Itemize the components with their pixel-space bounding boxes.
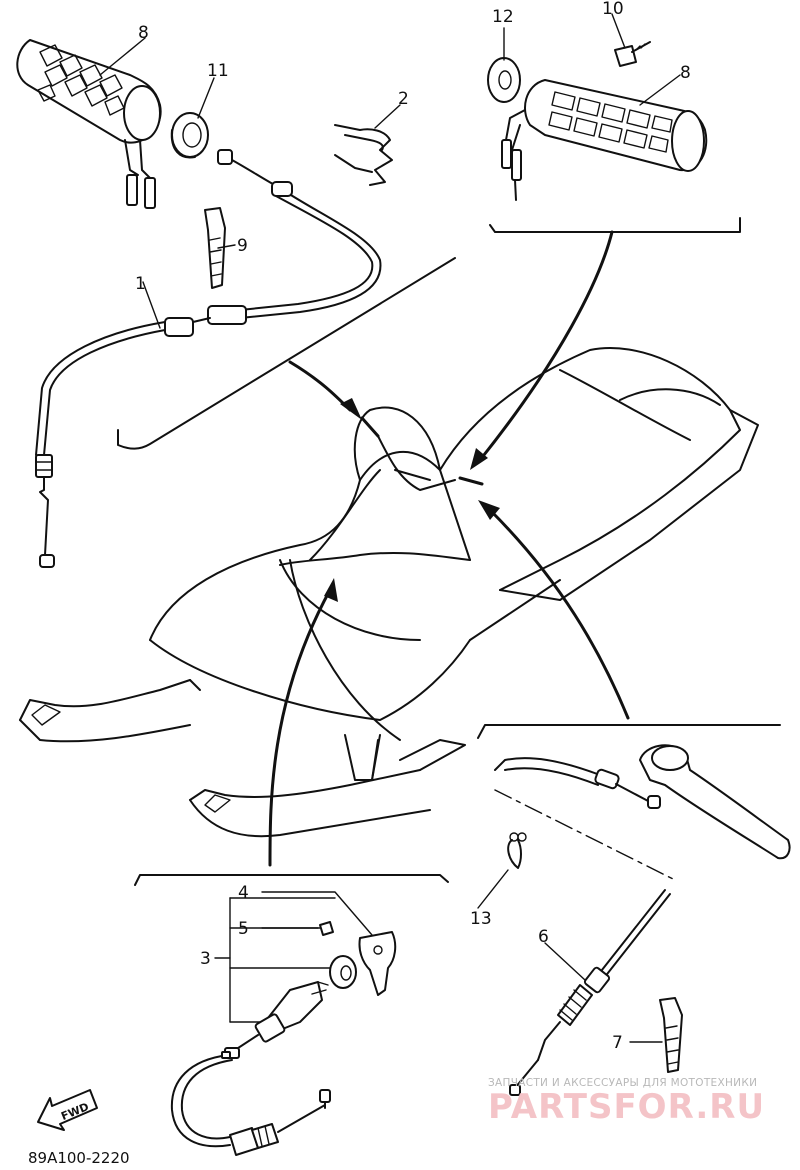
callout-12: 12 (492, 7, 514, 27)
brake-cable-tie-part (659, 997, 683, 1073)
callout-11: 11 (207, 61, 229, 81)
callout-8-left: 8 (138, 23, 149, 43)
callout-6: 6 (538, 927, 549, 947)
callout-3: 3 (200, 949, 211, 969)
watermark: ЗАПЧАСТИ И АКСЕССУАРЫ ДЛЯ МОТОТЕХНИКИ PA… (488, 1077, 765, 1127)
brake-lever-part (639, 744, 791, 860)
callout-4: 4 (238, 883, 249, 903)
callout-labels: 8 11 2 9 1 12 10 8 4 5 3 13 6 7 (135, 0, 691, 1053)
right-grip-part (501, 79, 708, 201)
throttle-cable-part (35, 149, 382, 568)
screw-part (614, 41, 651, 67)
callout-1: 1 (135, 274, 146, 294)
brake-cable-part (509, 889, 671, 1096)
callout-7: 7 (612, 1033, 623, 1053)
grip-ring-part (170, 112, 209, 159)
cable-tie-part (204, 207, 226, 289)
watermark-brand: PARTSFOR.RU (488, 1087, 765, 1127)
left-grip-panel (16, 39, 456, 568)
brake-cable-end-part (494, 757, 661, 809)
callout-13: 13 (470, 909, 492, 929)
callout-9: 9 (237, 236, 248, 256)
callout-5: 5 (238, 919, 249, 939)
hose-clip-part (507, 832, 527, 869)
brake-panel (477, 724, 791, 1096)
choke-nut-part (329, 955, 357, 989)
choke-panel (134, 874, 449, 1156)
choke-lever-part (358, 931, 397, 996)
washer-part (487, 57, 521, 103)
callout-8-right: 8 (680, 63, 691, 83)
callout-2: 2 (398, 89, 409, 109)
left-grip-part (16, 39, 162, 209)
leader-lines (99, 13, 681, 1043)
forward-arrow: FWD (37, 1089, 98, 1131)
wire-clip-part (334, 124, 393, 186)
choke-cable-part (170, 981, 331, 1156)
part-code: 89A100-2220 (28, 1149, 130, 1167)
pointer-arrows (268, 230, 630, 867)
watermark-tagline: ЗАПЧАСТИ И АКСЕССУАРЫ ДЛЯ МОТОТЕХНИКИ (488, 1077, 757, 1089)
snowmobile-illustration (19, 347, 759, 838)
right-grip-panel (487, 41, 741, 233)
callout-10: 10 (602, 0, 624, 19)
